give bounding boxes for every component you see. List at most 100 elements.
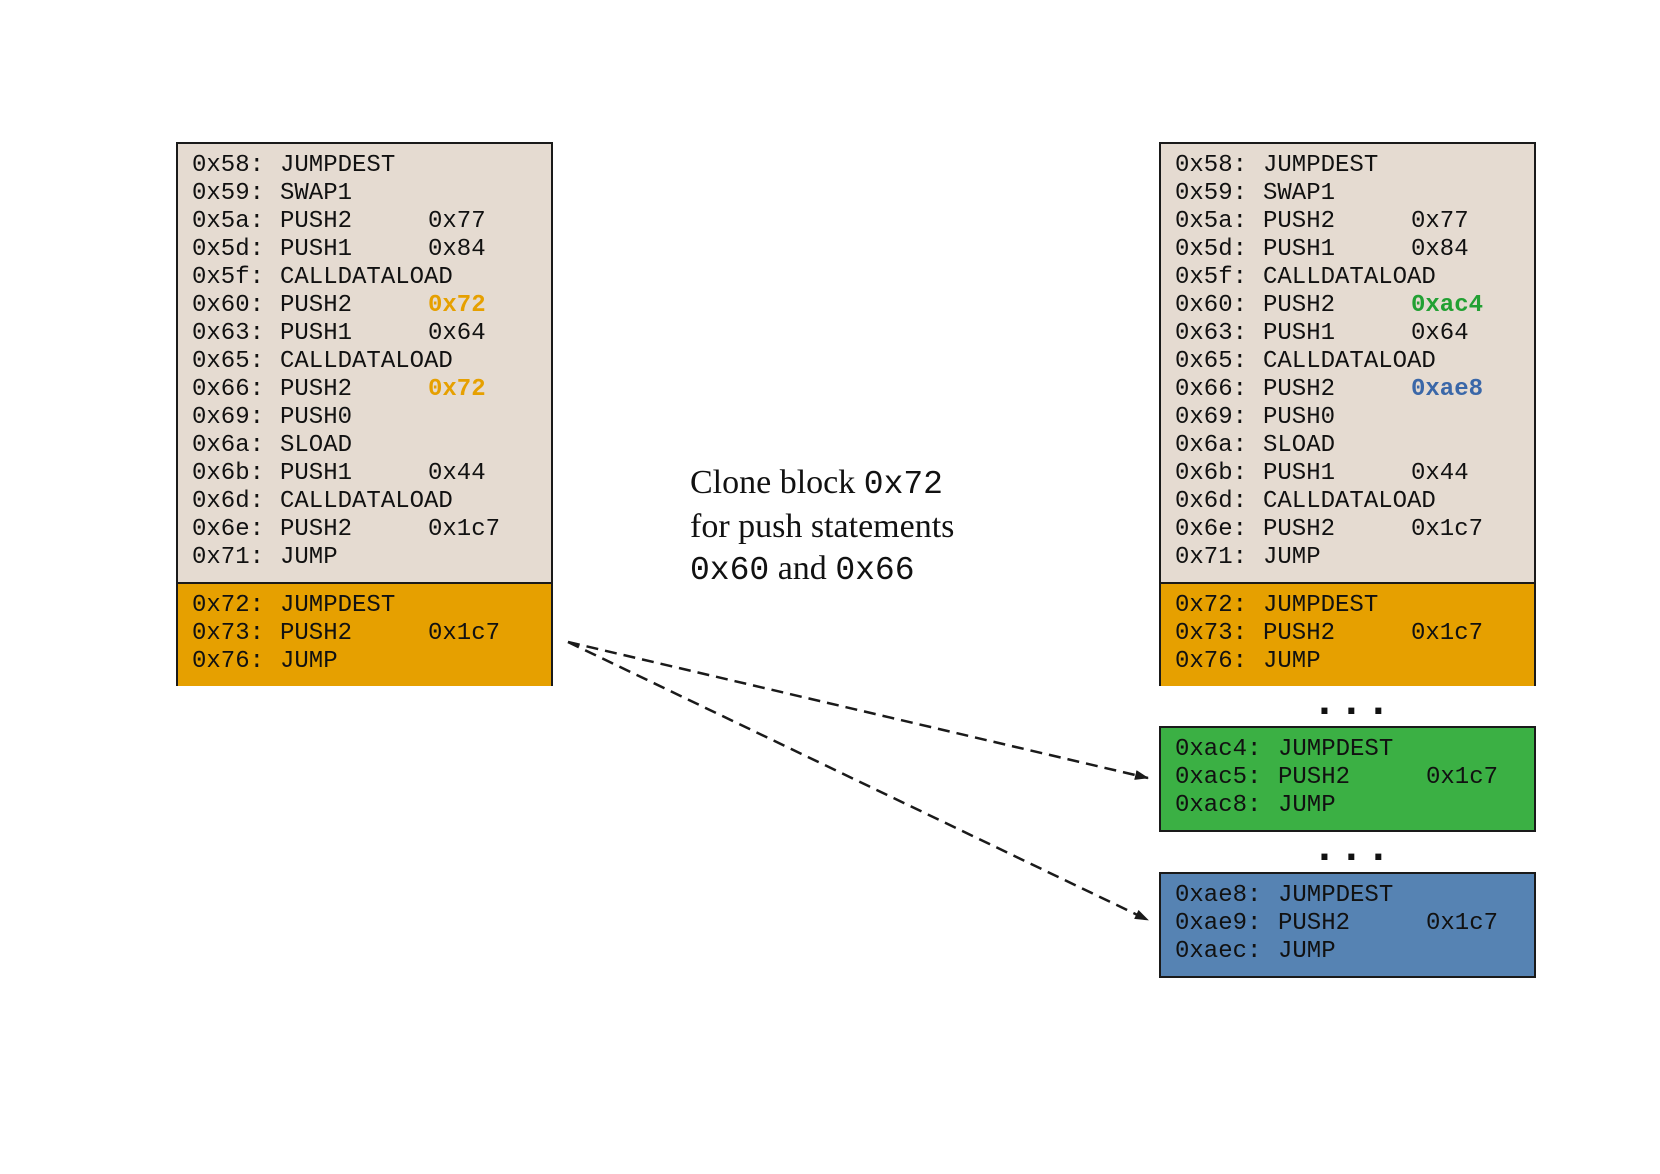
instruction-opcode: PUSH1 — [1263, 320, 1336, 347]
instruction-address: 0x6a: — [192, 432, 265, 459]
instruction-operand: 0x1c7 — [1411, 620, 1484, 647]
instruction-operand: 0x1c7 — [428, 516, 501, 543]
instruction-address: 0x60: — [1175, 292, 1248, 319]
instruction-address: 0x6d: — [1175, 488, 1248, 515]
instruction-address: 0x6a: — [1175, 432, 1248, 459]
caption-code-block: 0x72 — [863, 466, 943, 503]
instruction-operand: 0x1c7 — [1426, 764, 1499, 791]
instruction-operand: 0x1c7 — [1426, 910, 1499, 937]
caption-code-0x66: 0x66 — [835, 552, 915, 589]
caption-line-1: Clone block 0x72 — [690, 464, 943, 503]
instruction-opcode: PUSH2 — [1278, 910, 1351, 937]
instruction-address: 0x73: — [1175, 620, 1248, 647]
instruction-row: 0x58: JUMPDEST — [1161, 152, 1534, 180]
instruction-address: 0xae8: — [1175, 882, 1262, 909]
instruction-address: 0x5f: — [1175, 264, 1248, 291]
instruction-opcode: SLOAD — [1263, 432, 1336, 459]
instruction-opcode: PUSH2 — [280, 620, 353, 647]
instruction-opcode: JUMPDEST — [1278, 882, 1394, 909]
instruction-address: 0x58: — [1175, 152, 1248, 179]
instruction-address: 0x69: — [192, 404, 265, 431]
instruction-address: 0xac5: — [1175, 764, 1262, 791]
instruction-address: 0x63: — [1175, 320, 1248, 347]
instruction-address: 0x6e: — [1175, 516, 1248, 543]
instruction-opcode: JUMP — [1263, 648, 1321, 675]
instruction-row: 0x58:JUMPDEST — [178, 152, 551, 180]
caption-line-2: for push statements — [690, 508, 955, 545]
instruction-address: 0x71: — [1175, 544, 1248, 571]
instruction-address: 0xac4: — [1175, 736, 1262, 763]
instruction-address: 0x60: — [192, 292, 265, 319]
instruction-opcode: JUMPDEST — [1278, 736, 1394, 763]
instruction-row: 0x71: JUMP — [1161, 544, 1534, 572]
instruction-row: 0x5f:CALLDATALOAD — [1161, 264, 1534, 292]
arrow-to-clone-0xae8 — [567, 640, 1149, 922]
instruction-address: 0x6e: — [192, 516, 265, 543]
instruction-opcode: PUSH1 — [1263, 460, 1336, 487]
instruction-address: 0xae9: — [1175, 910, 1262, 937]
instruction-opcode: SWAP1 — [280, 180, 353, 207]
instruction-address: 0x76: — [1175, 648, 1248, 675]
instruction-opcode: SLOAD — [280, 432, 353, 459]
instruction-address: 0x66: — [192, 376, 265, 403]
instruction-row: 0x63: PUSH1 0x64 — [1161, 320, 1534, 348]
instruction-opcode: JUMP — [1278, 792, 1336, 819]
instruction-row: 0x6a: SLOAD — [1161, 432, 1534, 460]
instruction-row: 0x72:JUMPDEST — [178, 592, 551, 620]
instruction-opcode: JUMPDEST — [1263, 592, 1379, 619]
instruction-address: 0x6d: — [192, 488, 265, 515]
caption-code-0x60: 0x60 — [690, 552, 770, 589]
instruction-operand: 0x72 — [428, 376, 486, 403]
instruction-operand: 0x64 — [1411, 320, 1469, 347]
instruction-address: 0x5d: — [1175, 236, 1248, 263]
instruction-row: 0x69:PUSH0 — [1161, 404, 1534, 432]
instruction-opcode: PUSH2 — [1263, 292, 1336, 319]
instruction-opcode: PUSH1 — [280, 460, 353, 487]
instruction-operand: 0x44 — [1411, 460, 1469, 487]
instruction-address: 0x5d: — [192, 236, 265, 263]
instruction-operand: 0x77 — [428, 208, 486, 235]
instruction-opcode: PUSH1 — [1263, 236, 1336, 263]
arrow-to-clone-0xac4 — [567, 640, 1149, 780]
instruction-address: 0x65: — [1175, 348, 1248, 375]
instruction-address: 0xaec: — [1175, 938, 1262, 965]
instruction-operand: 0x44 — [428, 460, 486, 487]
instruction-row: 0x65:CALLDATALOAD — [1161, 348, 1534, 376]
instruction-opcode: PUSH2 — [280, 376, 353, 403]
instruction-opcode: PUSH2 — [280, 292, 353, 319]
instruction-opcode: PUSH2 — [1263, 208, 1336, 235]
instruction-opcode: PUSH1 — [280, 236, 353, 263]
diagram-caption: Clone block 0x72 for push statements 0x6… — [690, 462, 954, 592]
instruction-opcode: JUMP — [1263, 544, 1321, 571]
instruction-address: 0x5f: — [192, 264, 265, 291]
instruction-row: 0x66: PUSH2 0x72 — [178, 376, 551, 404]
instruction-address: 0x71: — [192, 544, 265, 571]
instruction-row: 0xae8: JUMPDEST — [1161, 882, 1534, 910]
instruction-opcode: JUMPDEST — [1263, 152, 1379, 179]
instruction-row: 0x6d:CALLDATALOAD — [1161, 488, 1534, 516]
instruction-address: 0x5a: — [192, 208, 265, 235]
instruction-row: 0x6d:CALLDATALOAD — [178, 488, 551, 516]
instruction-row: 0xac8:JUMP — [1161, 792, 1534, 820]
instruction-operand: 0x84 — [428, 236, 486, 263]
instruction-address: 0x59: — [192, 180, 265, 207]
instruction-opcode: PUSH2 — [1263, 620, 1336, 647]
instruction-row: 0x6a: SLOAD — [178, 432, 551, 460]
instruction-operand: 0x1c7 — [1411, 516, 1484, 543]
instruction-address: 0x58: — [192, 152, 265, 179]
